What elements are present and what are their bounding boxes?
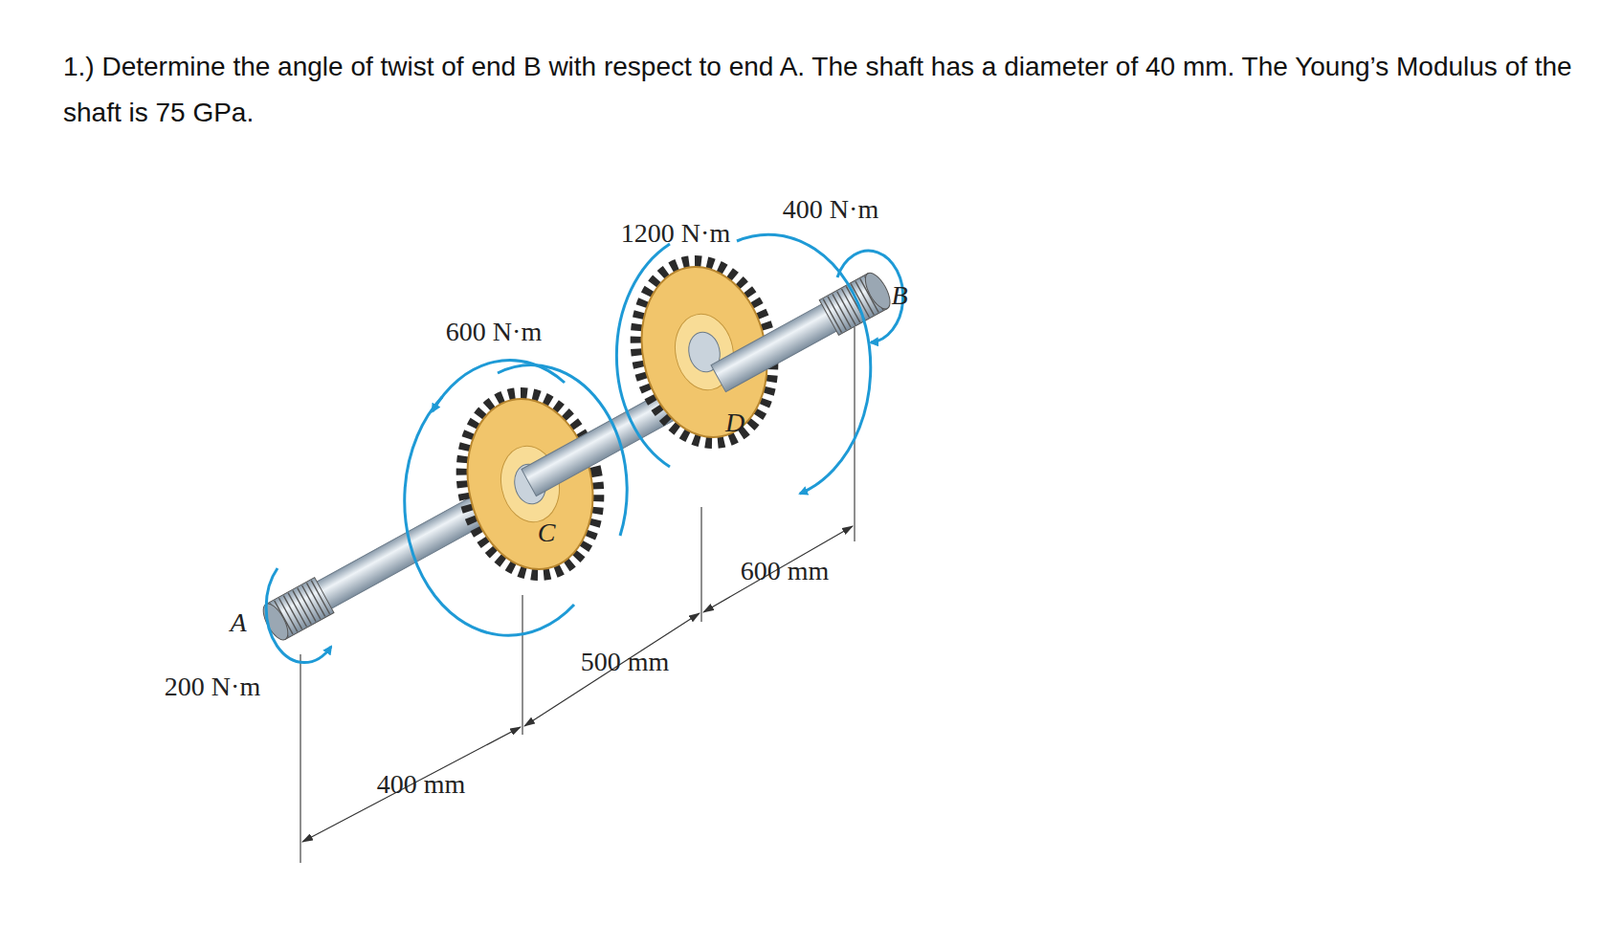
problem-statement: 1.) Determine the angle of twist of end … (63, 44, 1576, 136)
torque-label: 1200 N·m (621, 218, 731, 249)
dimension-label: 600 mm (740, 555, 830, 587)
dimension-label: 500 mm (580, 646, 670, 678)
spline-stripe (311, 580, 330, 615)
dimension-label: 400 mm (377, 769, 467, 800)
end-label: B (890, 280, 908, 312)
gear-label: D (725, 407, 745, 439)
end-label: A (229, 607, 246, 639)
torque-label: 400 N·m (782, 194, 879, 225)
torque-label: 600 N·m (445, 316, 542, 348)
torque-label: 200 N·m (164, 671, 261, 703)
gear-label: C (537, 517, 556, 549)
